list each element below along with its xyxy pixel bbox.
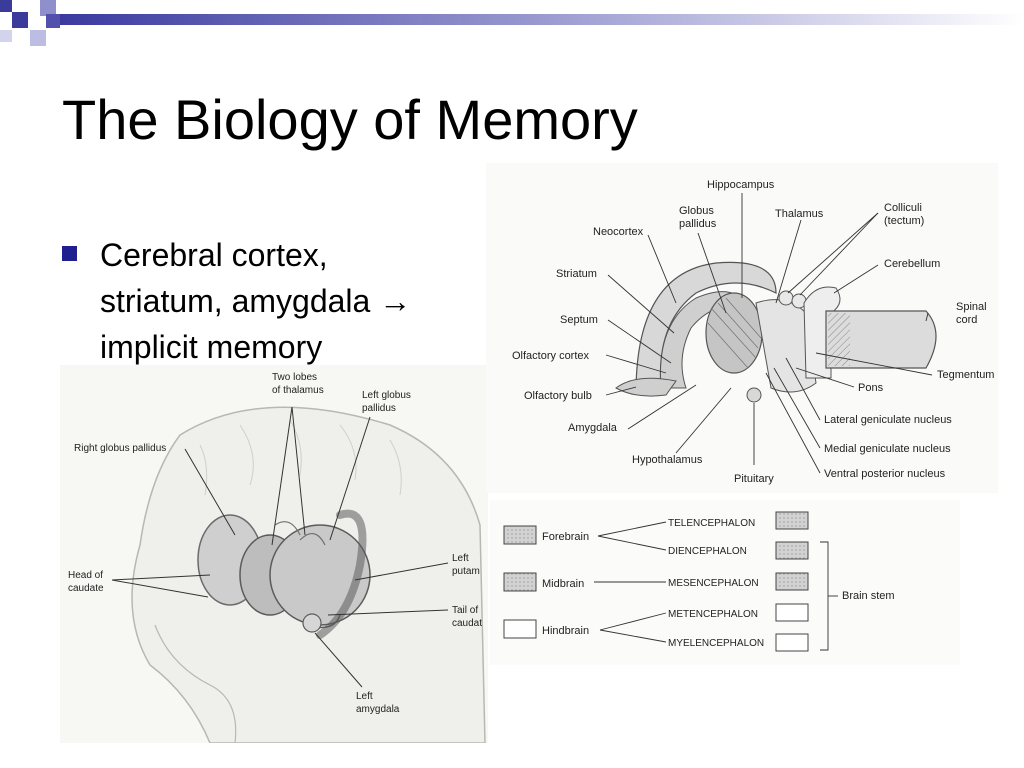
hindbrain-swatch <box>503 619 537 639</box>
arrow-right-icon: → <box>379 283 412 319</box>
forebrain-swatch <box>503 525 537 545</box>
label-left-amygdala-1: Left <box>356 691 373 702</box>
diencephalon-swatch <box>775 541 809 560</box>
group-midbrain: Midbrain <box>542 578 584 590</box>
label-neocortex: Neocortex <box>593 226 644 238</box>
label-medial-gn: Medial geniculate nucleus <box>824 443 951 455</box>
label-two-lobes-2: of thalamus <box>272 385 324 396</box>
label-olfactory-bulb: Olfactory bulb <box>524 390 592 402</box>
label-pituitary: Pituitary <box>734 473 774 485</box>
label-globus-1: Globus <box>679 205 714 217</box>
label-septum: Septum <box>560 314 598 326</box>
label-pons: Pons <box>858 382 884 394</box>
label-left-putamen-1: Left <box>452 553 469 564</box>
deco-square <box>46 14 60 28</box>
bullet-item: Cerebral cortex, striatum, amygdala → im… <box>100 232 500 370</box>
label-spinal-1: Spinal <box>956 301 987 313</box>
mesencephalon-swatch <box>775 572 809 591</box>
corner-decoration <box>0 0 1024 46</box>
brain-section-figure: Hippocampus Globus pallidus Thalamus Col… <box>486 163 998 493</box>
label-right-globus: Right globus pallidus <box>74 443 166 454</box>
label-ventral-pn: Ventral posterior nucleus <box>824 468 946 480</box>
label-left-globus-1: Left globus <box>362 390 411 401</box>
label-tegmentum: Tegmentum <box>937 369 994 381</box>
label-amygdala: Amygdala <box>568 422 618 434</box>
division-telencephalon: TELENCEPHALON <box>668 518 755 529</box>
label-striatum: Striatum <box>556 268 597 280</box>
deco-square <box>40 0 56 16</box>
deco-square <box>12 12 28 28</box>
header-band <box>60 14 1024 25</box>
label-thalamus: Thalamus <box>775 208 824 220</box>
bullet-square-icon <box>62 246 77 261</box>
label-hippocampus: Hippocampus <box>707 179 775 191</box>
label-left-globus-2: pallidus <box>362 403 396 414</box>
bullet-line: striatum, amygdala → <box>100 278 500 324</box>
label-left-putamen-2: putam <box>452 566 480 577</box>
group-brain-stem: Brain stem <box>842 590 895 602</box>
label-lateral-gn: Lateral geniculate nucleus <box>824 414 952 426</box>
myelencephalon-swatch <box>775 633 809 652</box>
division-mesencephalon: MESENCEPHALON <box>668 578 759 589</box>
label-spinal-2: cord <box>956 314 977 326</box>
brain-3d-illustration: Two lobes of thalamus Left globus pallid… <box>60 365 488 744</box>
label-two-lobes-1: Two lobes <box>272 372 317 383</box>
bullet-line: implicit memory <box>100 329 323 365</box>
label-olfactory-cortex: Olfactory cortex <box>512 350 590 362</box>
metencephalon-swatch <box>775 603 809 622</box>
division-diencephalon: DIENCEPHALON <box>668 546 747 557</box>
label-tail-caudate-2: caudat <box>452 618 482 629</box>
brain-divisions-figure: Forebrain Midbrain Hindbrain TELENCEPHAL… <box>490 500 960 665</box>
label-head-caudate-2: caudate <box>68 583 104 594</box>
label-colliculi-1: Colliculi <box>884 202 922 214</box>
label-tail-caudate-1: Tail of <box>452 605 478 616</box>
bullet-text-fragment: striatum, amygdala <box>100 283 371 319</box>
label-head-caudate-1: Head of <box>68 570 103 581</box>
division-metencephalon: METENCEPHALON <box>668 609 758 620</box>
telencephalon-swatch <box>775 511 809 530</box>
label-globus-2: pallidus <box>679 218 717 230</box>
brain-section-illustration: Hippocampus Globus pallidus Thalamus Col… <box>486 163 998 493</box>
deco-square <box>0 30 12 42</box>
label-colliculi-2: (tectum) <box>884 215 924 227</box>
label-hypothalamus: Hypothalamus <box>632 454 703 466</box>
brain-3d-figure: Two lobes of thalamus Left globus pallid… <box>60 365 488 744</box>
brain-divisions-diagram: Forebrain Midbrain Hindbrain TELENCEPHAL… <box>490 500 960 665</box>
deco-square <box>0 0 12 12</box>
division-myelencephalon: MYELENCEPHALON <box>668 638 764 649</box>
midbrain-swatch <box>503 572 537 592</box>
deco-square <box>30 30 46 46</box>
label-left-amygdala-2: amygdala <box>356 704 400 715</box>
slide-title: The Biology of Memory <box>62 88 638 151</box>
group-forebrain: Forebrain <box>542 531 589 543</box>
label-cerebellum: Cerebellum <box>884 258 940 270</box>
bullet-line: Cerebral cortex, <box>100 237 328 273</box>
group-hindbrain: Hindbrain <box>542 625 589 637</box>
